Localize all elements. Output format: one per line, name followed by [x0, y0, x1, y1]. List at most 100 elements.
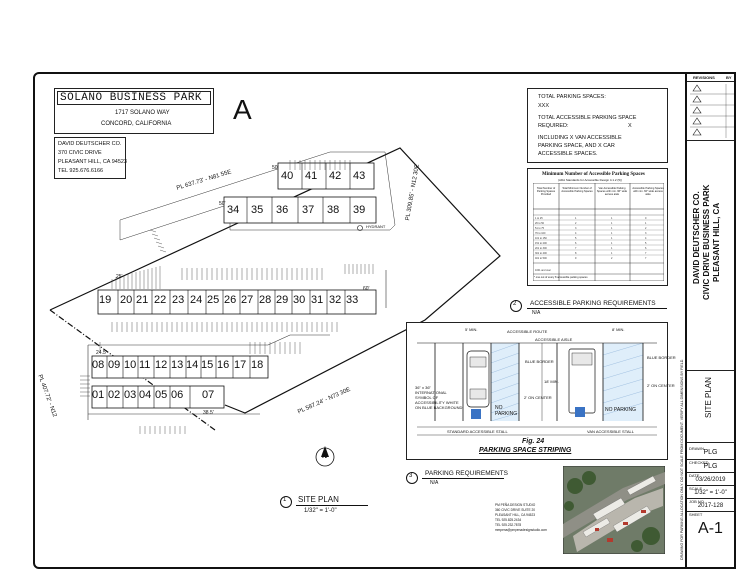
sheet-number: A-1 [698, 520, 723, 537]
accessible-label: TOTAL ACCESSIBLE PARKING SPACE [538, 115, 637, 121]
site-plan-callout [280, 496, 292, 508]
symbol-note: 36" x 36" INTERNATIONAL SYMBOL OF ACCESS… [415, 385, 463, 410]
parking-space-20: 20 [120, 294, 133, 306]
tb-location: PLEASANT HILL, CA [712, 202, 721, 282]
parking-space-14: 14 [186, 359, 199, 371]
parking-space-40: 40 [281, 170, 294, 182]
parking-space-10: 10 [124, 359, 137, 371]
dim-8-label: 8' MIN. [612, 327, 625, 332]
including-line3: ACCESSIBLE SPACES. [538, 151, 598, 157]
svg-text:1: 1 [611, 217, 613, 220]
consultant-line2: 360 CIVIC DRIVE SUITE 20 [495, 508, 536, 512]
parking-space-17: 17 [234, 359, 247, 371]
date-value: 03/26/2019 [695, 477, 726, 483]
svg-text:3: 3 [575, 227, 577, 230]
owner-street: 370 CIVIC DRIVE [58, 150, 102, 156]
parking-space-32: 32 [329, 294, 342, 306]
parking-space-37: 37 [302, 204, 315, 216]
svg-text:8: 8 [575, 252, 577, 255]
accessible-parking-table: Minimum Number of Accessible Parking Spa… [527, 168, 668, 286]
no-parking-label: NO PARKING [495, 405, 518, 417]
tb-sheet-title: SITE PLAN [704, 377, 713, 418]
svg-text:3: 3 [645, 232, 647, 235]
svg-text:4: 4 [575, 232, 577, 235]
table-col2: Total Minimum Number of Accessible Parki… [561, 187, 593, 193]
svg-text:4: 4 [645, 237, 647, 240]
table-col3: Van Accessible Parking Spaces with min. … [596, 187, 628, 196]
svg-text:401 to 500: 401 to 500 [535, 257, 547, 260]
parking-space-02: 02 [108, 389, 121, 401]
dim-25: 25' [116, 274, 123, 280]
owner-box: DAVID DEUTSCHER CO. 370 CIVIC DRIVE PLEA… [54, 137, 127, 179]
site-plan-drawing [49, 147, 501, 467]
table-subtitle: (ADA Standards for Accessible Design 4.1… [558, 178, 623, 182]
parking-space-18: 18 [251, 359, 264, 371]
parking-space-16: 16 [217, 359, 230, 371]
checked-label: CHECKED [689, 460, 709, 465]
on-center-label: 2' ON CENTER [524, 395, 552, 400]
parking-space-08: 08 [92, 359, 105, 371]
parking-space-43: 43 [353, 170, 366, 182]
no-parking-label-van: NO PARKING [605, 407, 637, 413]
parking-space-27: 27 [241, 294, 254, 306]
accessible-route-label: ACCESSIBLE ROUTE [507, 329, 548, 334]
project-name: SOLANO BUSINESS PARK [60, 92, 203, 104]
svg-text:2: 2 [575, 222, 577, 225]
accessibility-symbol-icon-van [575, 407, 585, 417]
acc-scale: N/A [532, 310, 541, 316]
svg-text:1: 1 [645, 222, 647, 225]
table-title: Minimum Number of Accessible Parking Spa… [542, 172, 645, 177]
required-label: REQUIRED: [538, 123, 569, 129]
acc-num: 2 [513, 301, 517, 307]
parking-space-11: 11 [139, 359, 151, 371]
parking-space-21: 21 [136, 294, 149, 306]
req-scale: N/A [430, 480, 439, 486]
svg-text:76 to 100: 76 to 100 [535, 232, 546, 235]
svg-text:2: 2 [645, 227, 647, 230]
scale-value: 1/32" = 1'-0" [694, 490, 727, 496]
parking-space-19: 19 [99, 294, 112, 306]
title-block: REVISIONS BY DAVID DEUTSCHER CO. CIVIC D… [685, 72, 736, 569]
parking-space-42: 42 [329, 170, 342, 182]
date-label: DATE [689, 473, 700, 478]
sheet-label: SHEET [689, 512, 703, 517]
parking-notes-box: TOTAL PARKING SPACES: XXX TOTAL ACCESSIB… [527, 88, 668, 163]
aerial-photo [563, 466, 665, 554]
including-line2: PARKING SPACE, AND X CAR [538, 143, 615, 149]
consultant-line4: TEL 925.825.2434 [495, 518, 522, 522]
svg-text:7: 7 [575, 247, 577, 250]
svg-text:301 to 400: 301 to 400 [535, 252, 547, 255]
parking-space-04: 04 [139, 389, 152, 401]
svg-text:2: 2 [611, 257, 613, 260]
table-col1: Total Number of Parking Spaces Provided [536, 187, 556, 196]
table-col4: Accessible Parking Spaces with min. 60" … [632, 187, 664, 196]
parking-space-35: 35 [251, 204, 264, 216]
blue-border-label: BLUE BORDER [525, 359, 554, 364]
site-plan-title: SITE PLAN [298, 495, 339, 504]
svg-text:51 to 75: 51 to 75 [535, 227, 545, 230]
on-center-label-van: 2' ON CENTER [647, 383, 675, 388]
van-stall-label: VAN ACCESSIBLE STALL [587, 429, 634, 434]
parking-space-25: 25 [207, 294, 220, 306]
parking-space-26: 26 [224, 294, 237, 306]
required-value: X [628, 123, 632, 129]
revision-triangles [690, 84, 734, 138]
svg-text:5: 5 [575, 237, 577, 240]
parking-space-31: 31 [311, 294, 324, 306]
parking-space-34: 34 [227, 204, 240, 216]
tb-company: DAVID DEUTSCHER CO. [692, 191, 701, 284]
dim-60: 60' [363, 286, 370, 292]
parking-space-30: 30 [293, 294, 306, 306]
job-label: JOB NO. [689, 499, 706, 504]
dim-5-label: 5' MIN. [465, 327, 478, 332]
vertical-disclaimer: DRAWING FOR PARKING ALLOCATION ONLY. DO … [680, 358, 684, 560]
req-title: PARKING REQUIREMENTS [425, 470, 508, 477]
figure-title: PARKING SPACE STRIPING [479, 447, 572, 454]
svg-text:1: 1 [611, 237, 613, 240]
parking-space-05: 05 [155, 389, 168, 401]
acc-title: ACCESSIBLE PARKING REQUIREMENTS [530, 300, 656, 307]
parking-space-15: 15 [201, 359, 214, 371]
svg-text:7: 7 [645, 257, 647, 260]
parking-space-28: 28 [259, 294, 272, 306]
dim-18-label: 18' MIN. [544, 379, 559, 384]
